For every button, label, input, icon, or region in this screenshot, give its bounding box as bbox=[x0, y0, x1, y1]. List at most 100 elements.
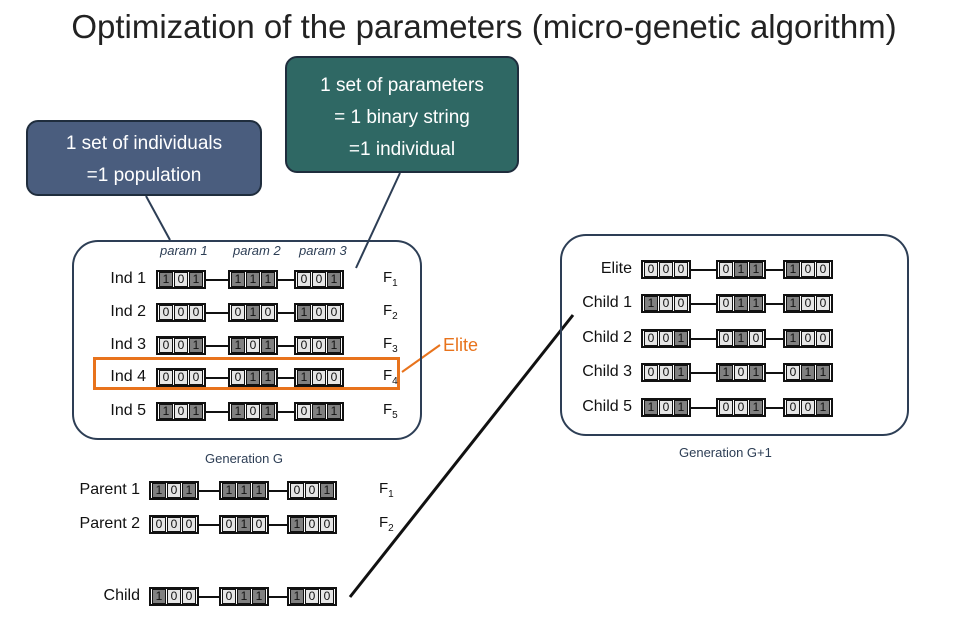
parent-1-row-bit: 0 bbox=[290, 483, 304, 498]
gen-g1-row-4-bit: 1 bbox=[719, 365, 733, 380]
gen-g1-row-2-label: Child 1 bbox=[582, 294, 632, 311]
gen-g1-row-1-label: Elite bbox=[600, 260, 632, 277]
ind-2-row-connector bbox=[206, 312, 228, 314]
parent-2-row-bit: 0 bbox=[305, 517, 319, 532]
gen-g1-row-1-bit: 0 bbox=[659, 262, 673, 277]
gen-g1-row-3-bit: 1 bbox=[786, 331, 800, 346]
parent-2-row-bit: 0 bbox=[152, 517, 166, 532]
gen-g1-row-2-bit: 0 bbox=[674, 296, 688, 311]
gen-g1-row-5-bit: 0 bbox=[659, 400, 673, 415]
parent-1-row-bit: 0 bbox=[167, 483, 181, 498]
gen-g1-row-4-segment-2 bbox=[716, 363, 766, 382]
parent-1-row-segment-2 bbox=[219, 481, 269, 500]
child-row-connector bbox=[199, 596, 219, 598]
child-row-segment-1 bbox=[149, 587, 199, 606]
gen-g1-row-1-bit: 1 bbox=[734, 262, 748, 277]
gen-g1-row-1-segment-3 bbox=[783, 260, 833, 279]
param-1-label: param 1 bbox=[160, 243, 208, 258]
population-callout-line-1: 1 set of individuals bbox=[65, 133, 223, 154]
individual-callout-line-3: =1 individual bbox=[348, 139, 456, 160]
gen-g1-row-5-connector bbox=[691, 407, 716, 409]
child-row-bit: 1 bbox=[290, 589, 304, 604]
gen-g1-row-2-bit: 0 bbox=[719, 296, 733, 311]
ind-1-row-label: Ind 1 bbox=[110, 270, 146, 287]
parent-1-row-bit: 1 bbox=[320, 483, 334, 498]
ind-2-row-bit: 0 bbox=[312, 305, 326, 320]
generation-g-panel bbox=[72, 240, 422, 440]
ind-2-row-segment-3 bbox=[294, 303, 344, 322]
ind-1-row-fitness-subscript: 1 bbox=[392, 278, 398, 289]
individual-callout: 1 set of parameters = 1 binary string =1… bbox=[285, 56, 519, 173]
ind-5-row-segment-2 bbox=[228, 402, 278, 421]
gen-g1-row-2-bit: 0 bbox=[801, 296, 815, 311]
gen-g1-row-3-bit: 0 bbox=[719, 331, 733, 346]
ind-3-row-bit: 1 bbox=[231, 338, 245, 353]
ind-5-row-segment-1 bbox=[156, 402, 206, 421]
gen-g1-row-4-label: Child 3 bbox=[582, 363, 632, 380]
generation-g1-panel bbox=[560, 234, 909, 436]
parent-1-row-connector bbox=[199, 490, 219, 492]
ind-4-row-bit: 0 bbox=[159, 370, 173, 385]
gen-g1-row-2-segment-2 bbox=[716, 294, 766, 313]
ind-3-row-bit: 0 bbox=[312, 338, 326, 353]
gen-g1-row-4-bit: 0 bbox=[734, 365, 748, 380]
parent-1-row-bit: 1 bbox=[222, 483, 236, 498]
parent-1-row-segment-1 bbox=[149, 481, 199, 500]
gen-g1-row-5-bit: 0 bbox=[801, 400, 815, 415]
ind-1-row-segment-2 bbox=[228, 270, 278, 289]
child-to-child1-line bbox=[348, 314, 575, 598]
ind-5-row-bit: 0 bbox=[297, 404, 311, 419]
ind-3-row-bit: 0 bbox=[174, 338, 188, 353]
ind-1-row-connector bbox=[206, 279, 228, 281]
ind-4-row-segment-2 bbox=[228, 368, 278, 387]
ind-2-row-segment-2 bbox=[228, 303, 278, 322]
ind-5-row-fitness-subscript: 5 bbox=[392, 410, 398, 421]
ind-1-row-bit: 0 bbox=[312, 272, 326, 287]
ind-1-row-fitness: F1 bbox=[383, 269, 398, 289]
ind-4-row-connector bbox=[278, 377, 294, 379]
gen-g1-row-2-bit: 1 bbox=[786, 296, 800, 311]
ind-4-row-bit: 0 bbox=[312, 370, 326, 385]
child-row-segment-3 bbox=[287, 587, 337, 606]
ind-4-row-connector bbox=[206, 377, 228, 379]
parent-1-row-bit: 0 bbox=[305, 483, 319, 498]
child-row-bit: 0 bbox=[305, 589, 319, 604]
gen-g1-row-2-bit: 1 bbox=[749, 296, 763, 311]
ind-1-row-connector bbox=[278, 279, 294, 281]
population-callout-line-2: =1 population bbox=[86, 165, 202, 186]
ind-4-row-bit: 0 bbox=[327, 370, 341, 385]
ind-3-row-segment-2 bbox=[228, 336, 278, 355]
gen-g1-row-4-bit: 1 bbox=[674, 365, 688, 380]
gen-g1-row-5-bit: 1 bbox=[749, 400, 763, 415]
parent-2-row-segment-3 bbox=[287, 515, 337, 534]
gen-g1-row-1-connector bbox=[766, 269, 783, 271]
gen-g1-row-1-bit: 0 bbox=[674, 262, 688, 277]
ind-3-row-bit: 0 bbox=[246, 338, 260, 353]
ind-3-row-bit: 0 bbox=[297, 338, 311, 353]
gen-g1-row-3-bit: 0 bbox=[659, 331, 673, 346]
ind-1-row-bit: 1 bbox=[261, 272, 275, 287]
ind-2-row-bit: 1 bbox=[297, 305, 311, 320]
ind-1-row-bit: 1 bbox=[327, 272, 341, 287]
ind-4-row-bit: 1 bbox=[297, 370, 311, 385]
gen-g1-row-3-connector bbox=[766, 338, 783, 340]
individual-pointer-line bbox=[355, 172, 401, 269]
gen-g1-row-1-connector bbox=[691, 269, 716, 271]
parent-1-row-bit: 1 bbox=[182, 483, 196, 498]
ind-2-row-bit: 0 bbox=[327, 305, 341, 320]
gen-g1-row-3-bit: 0 bbox=[801, 331, 815, 346]
individual-callout-line-2: = 1 binary string bbox=[334, 107, 470, 128]
ind-4-row-bit: 0 bbox=[189, 370, 203, 385]
ind-5-row-bit: 1 bbox=[327, 404, 341, 419]
ind-2-row-bit: 0 bbox=[231, 305, 245, 320]
ind-2-row-bit: 0 bbox=[159, 305, 173, 320]
ind-4-row-segment-1 bbox=[156, 368, 206, 387]
param-2-label: param 2 bbox=[233, 243, 281, 258]
gen-g1-row-5-segment-2 bbox=[716, 398, 766, 417]
parent-2-row-bit: 0 bbox=[222, 517, 236, 532]
ind-4-row-bit: 0 bbox=[174, 370, 188, 385]
ind-3-row-bit: 1 bbox=[327, 338, 341, 353]
gen-g1-row-3-bit: 0 bbox=[644, 331, 658, 346]
gen-g1-row-5-bit: 0 bbox=[734, 400, 748, 415]
ind-4-row-segment-3 bbox=[294, 368, 344, 387]
